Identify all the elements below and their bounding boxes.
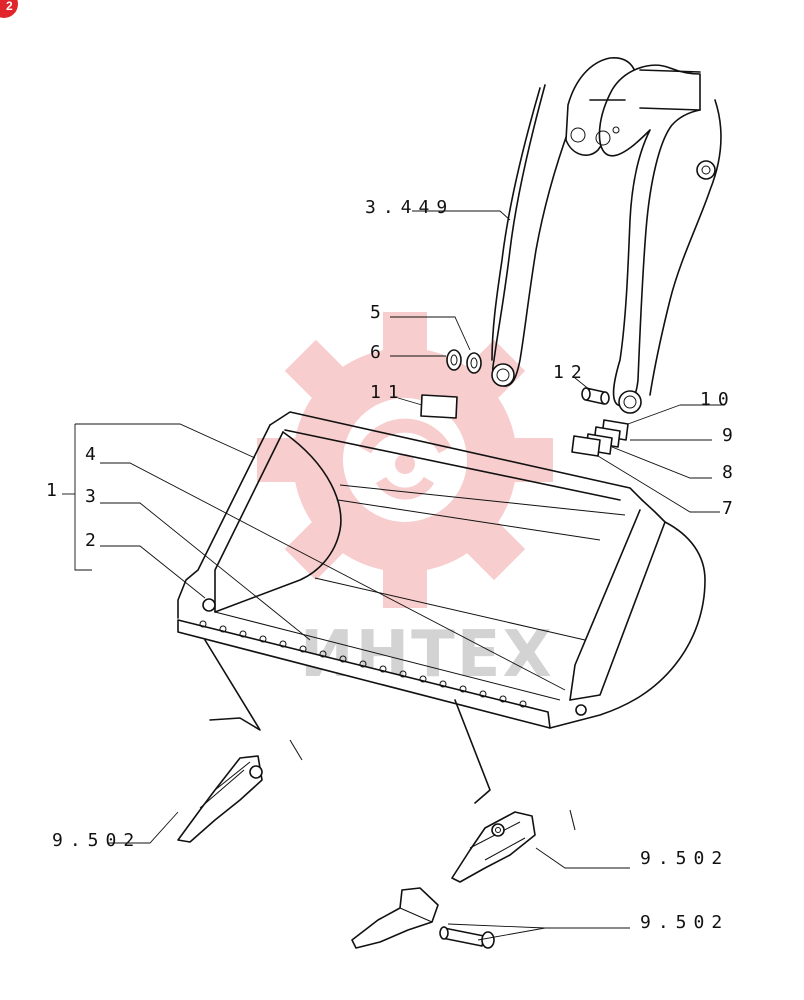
callout-5: 5 <box>370 302 388 323</box>
callout-6: 6 <box>370 342 388 363</box>
watermark-gear: ИНТЕХ <box>257 312 554 692</box>
callout-4: 4 <box>85 444 103 465</box>
callout-tooth-right: 9.502 <box>640 848 729 869</box>
bucket-tooth-adapter <box>351 887 495 949</box>
bucket-assembly <box>177 411 706 729</box>
boom-arm-assembly <box>491 57 722 414</box>
arm-cylinder-pin-icon <box>696 160 716 180</box>
pad-11-part <box>420 394 458 419</box>
callout-9: 9 <box>722 425 740 446</box>
cutting-edge-bolt-holes <box>199 620 527 708</box>
callout-tooth-left: 9.502 <box>52 830 141 851</box>
right-arm-pivot-icon <box>618 390 642 414</box>
callout-tooth-bottom: 9.502 <box>640 912 729 933</box>
callout-arm: 3.449 <box>365 197 454 218</box>
callout-12: 12 <box>553 362 589 383</box>
shim-stack <box>571 419 629 457</box>
callout-1: 1 <box>46 480 64 501</box>
page-badge-number: 2 <box>6 0 13 13</box>
page-badge: 2 <box>0 0 18 18</box>
callout-2: 2 <box>85 530 103 551</box>
callout-8: 8 <box>722 462 740 483</box>
watermark-label: ИНТЕХ <box>300 618 554 692</box>
leader-lines <box>62 210 725 941</box>
bucket-tooth-left <box>177 755 263 843</box>
callout-10: 10 <box>700 389 736 410</box>
callout-11: 11 <box>370 382 406 403</box>
washer-5-icon <box>466 352 482 374</box>
callout-labels: 3.449 5 6 11 12 10 9 8 7 1 4 3 2 9.502 9… <box>46 197 740 933</box>
washer-parts <box>446 349 482 374</box>
pin-12-part <box>581 387 610 405</box>
callout-7: 7 <box>722 498 740 519</box>
left-arm-pivot-icon <box>491 363 515 387</box>
washer-6-icon <box>446 349 462 371</box>
callout-3: 3 <box>85 486 103 507</box>
bucket-tooth-right <box>451 811 536 883</box>
